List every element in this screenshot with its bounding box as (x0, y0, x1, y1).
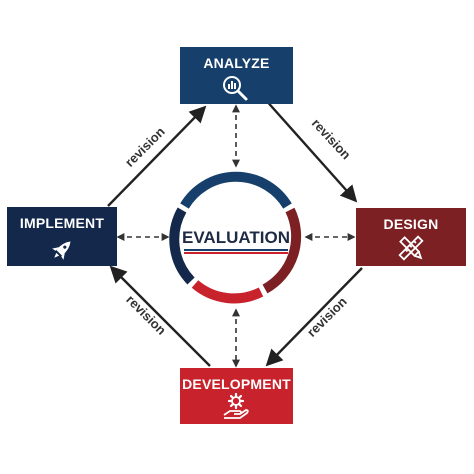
analyze-label: ANALYZE (203, 55, 269, 71)
arrow-design-to-development (265, 267, 363, 367)
design-label: DESIGN (384, 216, 439, 232)
ring-segment-right (262, 207, 302, 294)
implement-label: IMPLEMENT (20, 215, 104, 231)
evaluation-ring (169, 171, 302, 304)
ring-segment-top (180, 171, 292, 209)
magnifier-chart-icon (223, 76, 248, 101)
revision-label-implement-analyze: revision (122, 124, 168, 170)
rocket-icon (52, 241, 71, 260)
design-box[interactable]: DESIGN (356, 208, 466, 266)
ring-segment-bottom (191, 280, 264, 304)
analyze-box[interactable]: ANALYZE (180, 47, 293, 104)
hand-gear-icon (223, 392, 249, 419)
evaluation-label: EVALUATION (182, 228, 290, 247)
arrow-implement-to-analyze (107, 105, 207, 207)
evaluation-links (116, 104, 356, 368)
arrow-development-to-implement (109, 265, 211, 367)
revision-arrows (107, 97, 363, 367)
revision-label-design-development: revision (304, 294, 350, 340)
arrow-analyze-to-design (263, 97, 358, 203)
development-label: DEVELOPMENT (182, 376, 291, 392)
ring-segment-left (169, 207, 195, 285)
revision-label-development-implement: revision (123, 292, 169, 338)
development-box[interactable]: DEVELOPMENT (180, 368, 293, 424)
implement-box[interactable]: IMPLEMENT (7, 207, 117, 266)
pencil-ruler-icon (398, 235, 424, 261)
